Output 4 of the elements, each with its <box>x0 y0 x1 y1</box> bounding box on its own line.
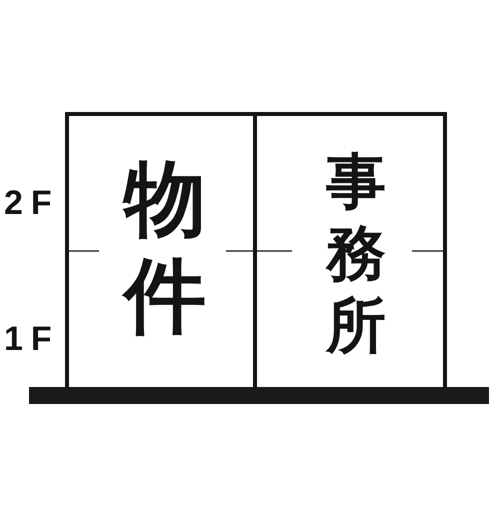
room-name: 物件 <box>124 151 206 345</box>
room-name: 事務所 <box>326 146 386 362</box>
floor-label: 2F <box>4 186 60 220</box>
floor-label: 1F <box>4 322 60 356</box>
